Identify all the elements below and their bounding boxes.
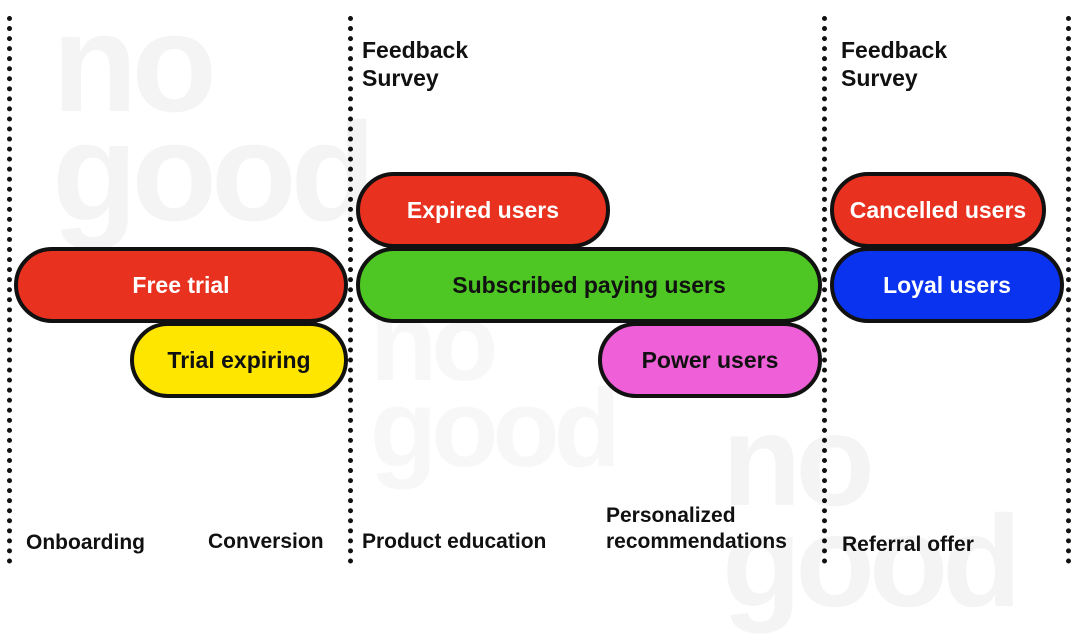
pill-label: Expired users (406, 196, 560, 223)
stage-onboarding-label: Onboarding (26, 531, 145, 554)
stage-product-education-label: Product education (362, 530, 547, 553)
pill-subscribed-paying-users: Subscribed paying users (356, 247, 822, 323)
pill-free-trial: Free trial (14, 247, 348, 323)
pill-loyal-users: Loyal users (830, 247, 1064, 323)
feedback-survey-label: Feedback Survey (841, 37, 948, 91)
pill-label: Cancelled users (849, 196, 1027, 223)
pill-label: Power users (641, 346, 779, 373)
stage-divider (7, 16, 12, 564)
pill-power-users: Power users (598, 322, 822, 398)
stage-personalized-recommendations-label: Personalized recommendations (606, 504, 787, 553)
feedback-survey-label: Feedback Survey (362, 37, 469, 91)
stage-conversion-label: Conversion (208, 530, 324, 553)
pill-expired-users: Expired users (356, 172, 610, 248)
pill-cancelled-users: Cancelled users (830, 172, 1046, 248)
pill-label: Free trial (132, 271, 230, 298)
stage-divider (1066, 16, 1071, 564)
pill-label: Subscribed paying users (452, 271, 726, 298)
pill-label: Loyal users (883, 271, 1011, 298)
watermark-logo: no good (370, 281, 621, 490)
stage-referral-offer-label: Referral offer (842, 533, 974, 556)
stage-divider (348, 16, 353, 564)
stage-divider (822, 16, 827, 564)
pill-label: Trial expiring (167, 346, 311, 373)
pill-trial-expiring: Trial expiring (130, 322, 348, 398)
watermark-logo: no good (52, 0, 376, 251)
